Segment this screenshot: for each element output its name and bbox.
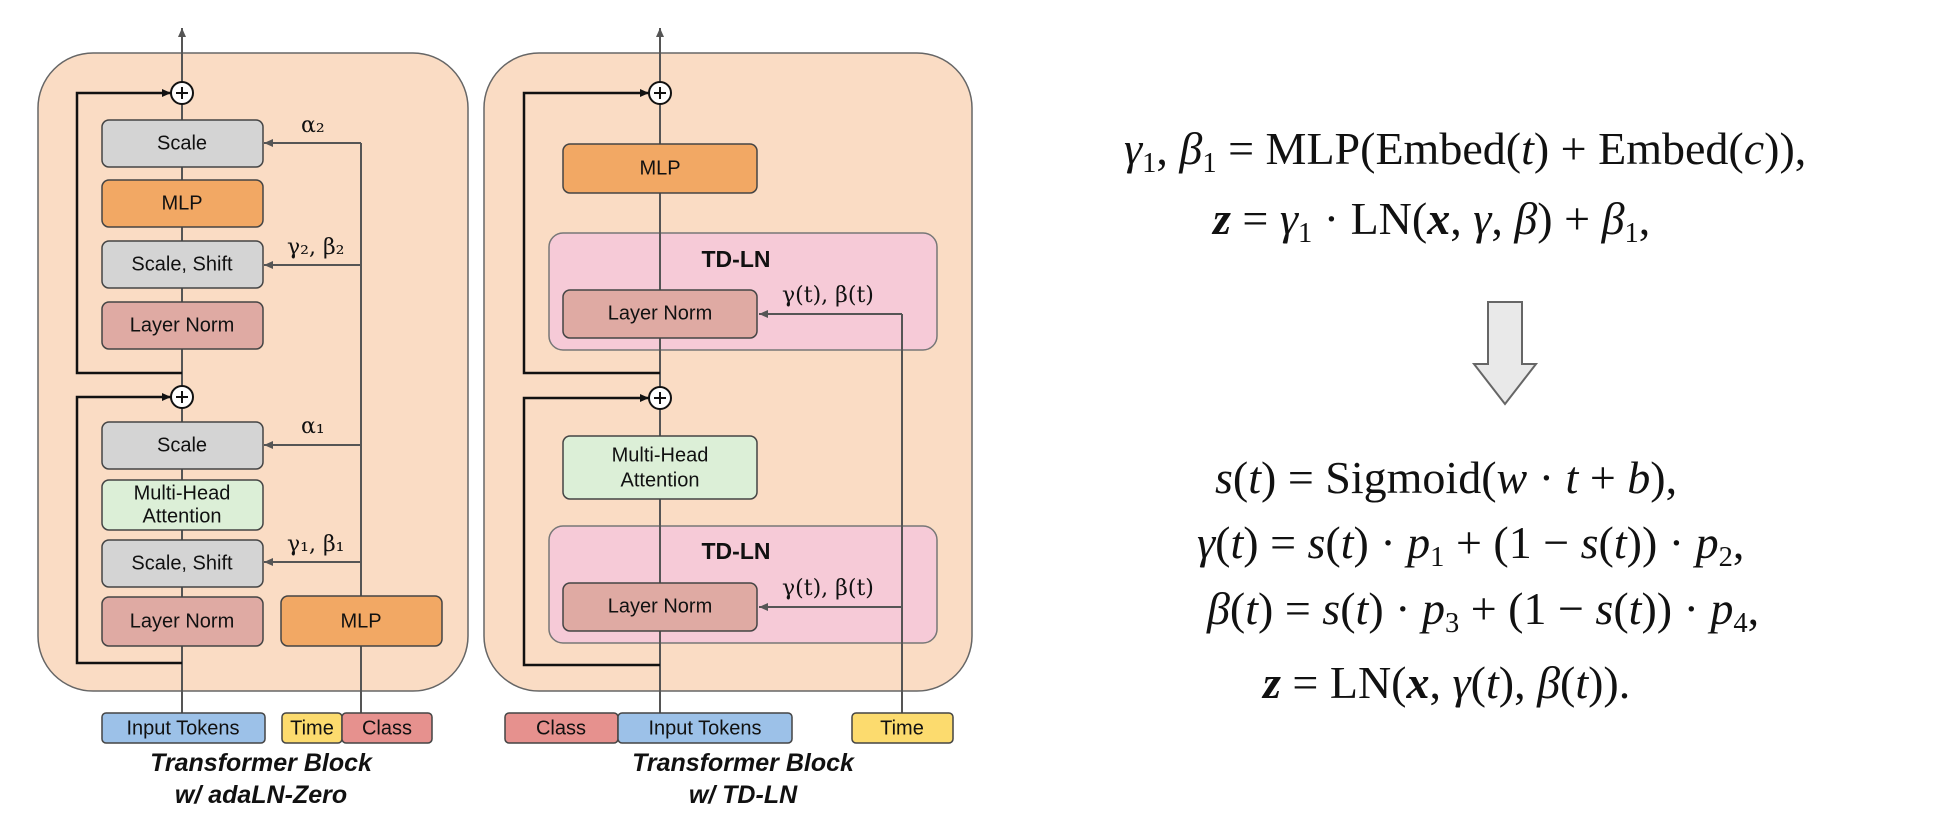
svg-text:Scale: Scale — [157, 132, 207, 154]
svg-text:Class: Class — [536, 717, 586, 739]
svg-text:Layer Norm: Layer Norm — [608, 302, 712, 324]
svg-text:MLP: MLP — [340, 610, 381, 632]
residual-add-bottom-icon — [170, 385, 194, 409]
svg-text:Input Tokens: Input Tokens — [648, 717, 761, 739]
layer-norm-bottom-box: Layer Norm — [101, 596, 264, 647]
td-gamma-beta-bottom-label: γ(t), β(t) — [782, 576, 874, 601]
td-layer-norm-top-box: Layer Norm — [562, 289, 758, 339]
svg-text:Time: Time — [290, 717, 334, 739]
equation-td-ln-output: z = LN(x, γ(t), β(t)). — [1263, 657, 1631, 708]
td-ln-block: MLP TD-LN Layer Norm γ(t), β(t) Multi-He… — [483, 28, 973, 809]
td-time-chip: Time — [851, 712, 954, 744]
scale-bottom-box: Scale — [101, 421, 264, 470]
svg-text:MLP: MLP — [161, 192, 202, 214]
equation-beta-t: β(t) = s(t) · p3 + (1 − s(t)) · p4, — [1207, 583, 1760, 639]
scale-top-box: Scale — [101, 119, 264, 168]
input-tokens-chip: Input Tokens — [101, 712, 266, 744]
adaln-zero-block: Scale MLP Scale, Shift Layer Norm Scale … — [37, 28, 469, 809]
td-input-tokens-chip: Input Tokens — [617, 712, 793, 744]
time-chip: Time — [281, 712, 343, 744]
alpha1-label: α₁ — [301, 414, 325, 439]
svg-text:Attention: Attention — [621, 469, 700, 491]
scale-shift-bottom-box: Scale, Shift — [101, 539, 264, 588]
class-chip: Class — [341, 712, 433, 744]
td-ln-caption-line1: Transformer Block — [632, 749, 855, 777]
td-class-chip: Class — [504, 712, 619, 744]
td-gamma-beta-top-label: γ(t), β(t) — [782, 283, 874, 308]
svg-text:Multi-Head: Multi-Head — [134, 482, 231, 504]
equation-gamma-t: γ(t) = s(t) · p1 + (1 − s(t)) · p2, — [1197, 517, 1745, 573]
conditioning-mlp-box: MLP — [280, 595, 443, 647]
svg-text:Layer Norm: Layer Norm — [608, 595, 712, 617]
svg-text:Attention: Attention — [143, 505, 222, 527]
multi-head-attention-box: Multi-Head Attention — [101, 479, 264, 531]
residual-add-top-icon — [170, 81, 194, 105]
td-ln-bottom-title: TD-LN — [702, 538, 771, 564]
adaln-caption-line1: Transformer Block — [150, 749, 373, 777]
td-ln-caption-line2: w/ TD-LN — [689, 781, 798, 809]
svg-text:Layer Norm: Layer Norm — [130, 314, 234, 336]
td-mlp-box: MLP — [562, 143, 758, 194]
equation-adaln-output: z = γ1 · LN(x, γ, β) + β1, — [1213, 193, 1651, 249]
svg-text:Time: Time — [880, 717, 924, 739]
adaln-caption-line2: w/ adaLN-Zero — [175, 781, 347, 809]
td-ln-top-title: TD-LN — [702, 246, 771, 272]
svg-text:Class: Class — [362, 717, 412, 739]
td-residual-add-top-icon — [648, 81, 672, 105]
equation-sigmoid: s(t) = Sigmoid(w · t + b), — [1215, 452, 1678, 503]
svg-text:Input Tokens: Input Tokens — [126, 717, 239, 739]
layer-norm-top-box: Layer Norm — [101, 301, 264, 350]
gamma1-beta1-label: γ₁, β₁ — [287, 532, 345, 557]
td-residual-add-bottom-icon — [648, 386, 672, 410]
svg-text:Scale, Shift: Scale, Shift — [131, 552, 233, 574]
td-layer-norm-bottom-box: Layer Norm — [562, 582, 758, 632]
alpha2-label: α₂ — [301, 113, 325, 138]
svg-text:Scale, Shift: Scale, Shift — [131, 253, 233, 275]
svg-text:MLP: MLP — [639, 157, 680, 179]
gamma2-beta2-label: γ₂, β₂ — [287, 235, 345, 260]
svg-text:Layer Norm: Layer Norm — [130, 610, 234, 632]
mlp-box: MLP — [101, 179, 264, 228]
svg-text:Multi-Head: Multi-Head — [612, 444, 709, 466]
scale-shift-top-box: Scale, Shift — [101, 240, 264, 289]
transform-down-arrow-icon — [1471, 301, 1539, 406]
td-multi-head-attention-box: Multi-Head Attention — [562, 435, 758, 500]
svg-text:Scale: Scale — [157, 434, 207, 456]
equation-adaln-params: γ1, β1 = MLP(Embed(t) + Embed(c)), — [1124, 123, 1807, 179]
